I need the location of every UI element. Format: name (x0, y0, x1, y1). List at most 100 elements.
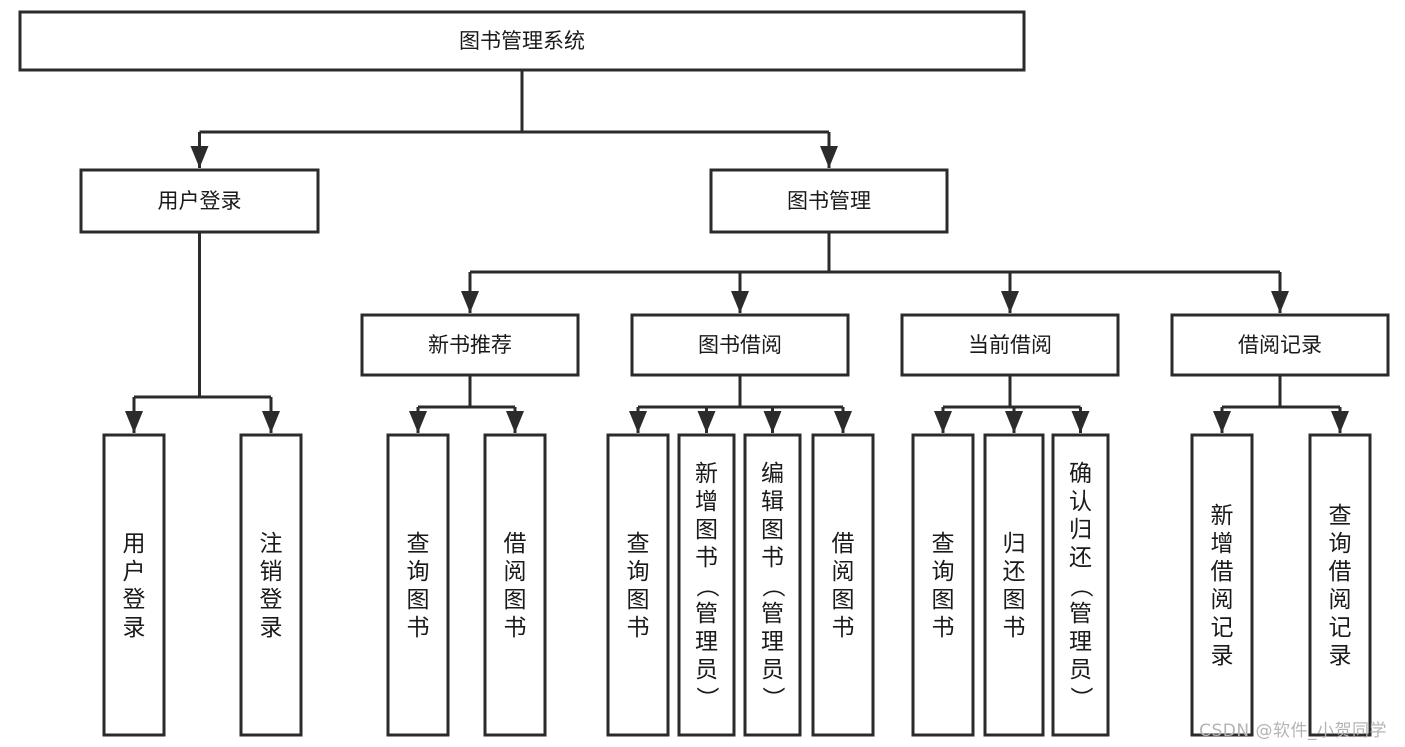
node-boxes: 图书管理系统用户登录图书管理新书推荐图书借阅当前借阅借阅记录用户登录注销登录查询… (18, 10, 1390, 737)
svg-text:新: 新 (1211, 503, 1234, 529)
svg-text:登: 登 (123, 587, 146, 613)
svg-text:认: 认 (1069, 489, 1092, 515)
svg-text:查: 查 (627, 531, 650, 557)
svg-text:销: 销 (260, 559, 283, 585)
arrow-head (190, 146, 209, 168)
svg-text:员: 员 (1069, 657, 1092, 683)
node-box-rect (743, 433, 802, 737)
svg-text:归: 归 (1069, 517, 1092, 543)
svg-text:图: 图 (1003, 587, 1026, 613)
node-box-rect (606, 433, 670, 737)
svg-text:查: 查 (407, 531, 430, 557)
node-leaf-0[interactable]: 用户登录 (102, 433, 166, 737)
svg-text:书: 书 (932, 615, 955, 641)
svg-text:户: 户 (123, 559, 146, 585)
node-box-rect (360, 313, 580, 377)
svg-text:增: 增 (1211, 531, 1234, 557)
node-box-rect (911, 433, 975, 737)
svg-text:员: 员 (695, 657, 718, 683)
svg-text:录: 录 (1329, 643, 1352, 669)
node-level3-3[interactable]: 借阅记录 (1170, 313, 1390, 377)
arrow-head (820, 146, 838, 168)
node-root-0[interactable]: 图书管理系统 (18, 10, 1026, 72)
node-level3-2[interactable]: 当前借阅 (900, 313, 1120, 377)
svg-text:新: 新 (695, 461, 718, 487)
svg-text:书: 书 (504, 615, 527, 641)
svg-text:）: ） (694, 687, 720, 710)
node-box-rect (1051, 433, 1110, 737)
svg-text:（: （ (694, 575, 720, 598)
svg-text:编: 编 (761, 461, 784, 487)
node-level2-1[interactable]: 图书管理 (709, 168, 949, 234)
svg-text:借: 借 (1211, 559, 1234, 585)
svg-text:管: 管 (1069, 601, 1092, 627)
node-label: 当前借阅 (968, 333, 1052, 357)
node-box-rect (18, 10, 1026, 72)
svg-text:理: 理 (761, 629, 784, 655)
svg-text:录: 录 (1211, 643, 1234, 669)
node-label: 借阅记录 (1238, 333, 1322, 357)
node-box-rect (630, 313, 850, 377)
arrow-head (834, 411, 852, 433)
svg-text:书: 书 (407, 615, 430, 641)
node-box-rect (983, 433, 1045, 737)
svg-text:归: 归 (1003, 531, 1026, 557)
svg-text:还: 还 (1069, 545, 1092, 571)
node-level3-1[interactable]: 图书借阅 (630, 313, 850, 377)
node-label: 图书管理 (787, 189, 871, 213)
node-label: 图书借阅 (698, 333, 782, 357)
node-label: 用户登录 (158, 189, 242, 213)
svg-text:查: 查 (1329, 503, 1352, 529)
svg-text:）: ） (760, 687, 786, 710)
arrow-head (1271, 291, 1289, 313)
node-box-rect (811, 433, 875, 737)
svg-text:管: 管 (695, 601, 718, 627)
svg-text:书: 书 (627, 615, 650, 641)
connector-lines (125, 70, 1349, 433)
arrow-head (697, 411, 716, 433)
node-level3-0[interactable]: 新书推荐 (360, 313, 580, 377)
arrow-head (409, 411, 427, 433)
node-label: 用户登录 (123, 531, 146, 641)
svg-text:图: 图 (832, 587, 855, 613)
arrow-head (1213, 411, 1231, 433)
svg-text:图: 图 (761, 517, 784, 543)
arrow-head (934, 411, 952, 433)
node-box-rect (900, 313, 1120, 377)
node-level2-0[interactable]: 用户登录 (79, 168, 320, 234)
node-box-rect (1170, 313, 1390, 377)
arrow-head (1071, 411, 1090, 433)
arrow-head (461, 291, 479, 313)
node-box-rect (709, 168, 949, 234)
node-label: 新书推荐 (428, 333, 512, 357)
arrow-head (629, 411, 647, 433)
svg-text:询: 询 (1329, 531, 1352, 557)
svg-text:图: 图 (407, 587, 430, 613)
node-box-rect (677, 433, 736, 737)
arrow-head (506, 411, 524, 433)
arrow-head (731, 291, 749, 313)
svg-text:借: 借 (1329, 559, 1352, 585)
svg-text:书: 书 (832, 615, 855, 641)
